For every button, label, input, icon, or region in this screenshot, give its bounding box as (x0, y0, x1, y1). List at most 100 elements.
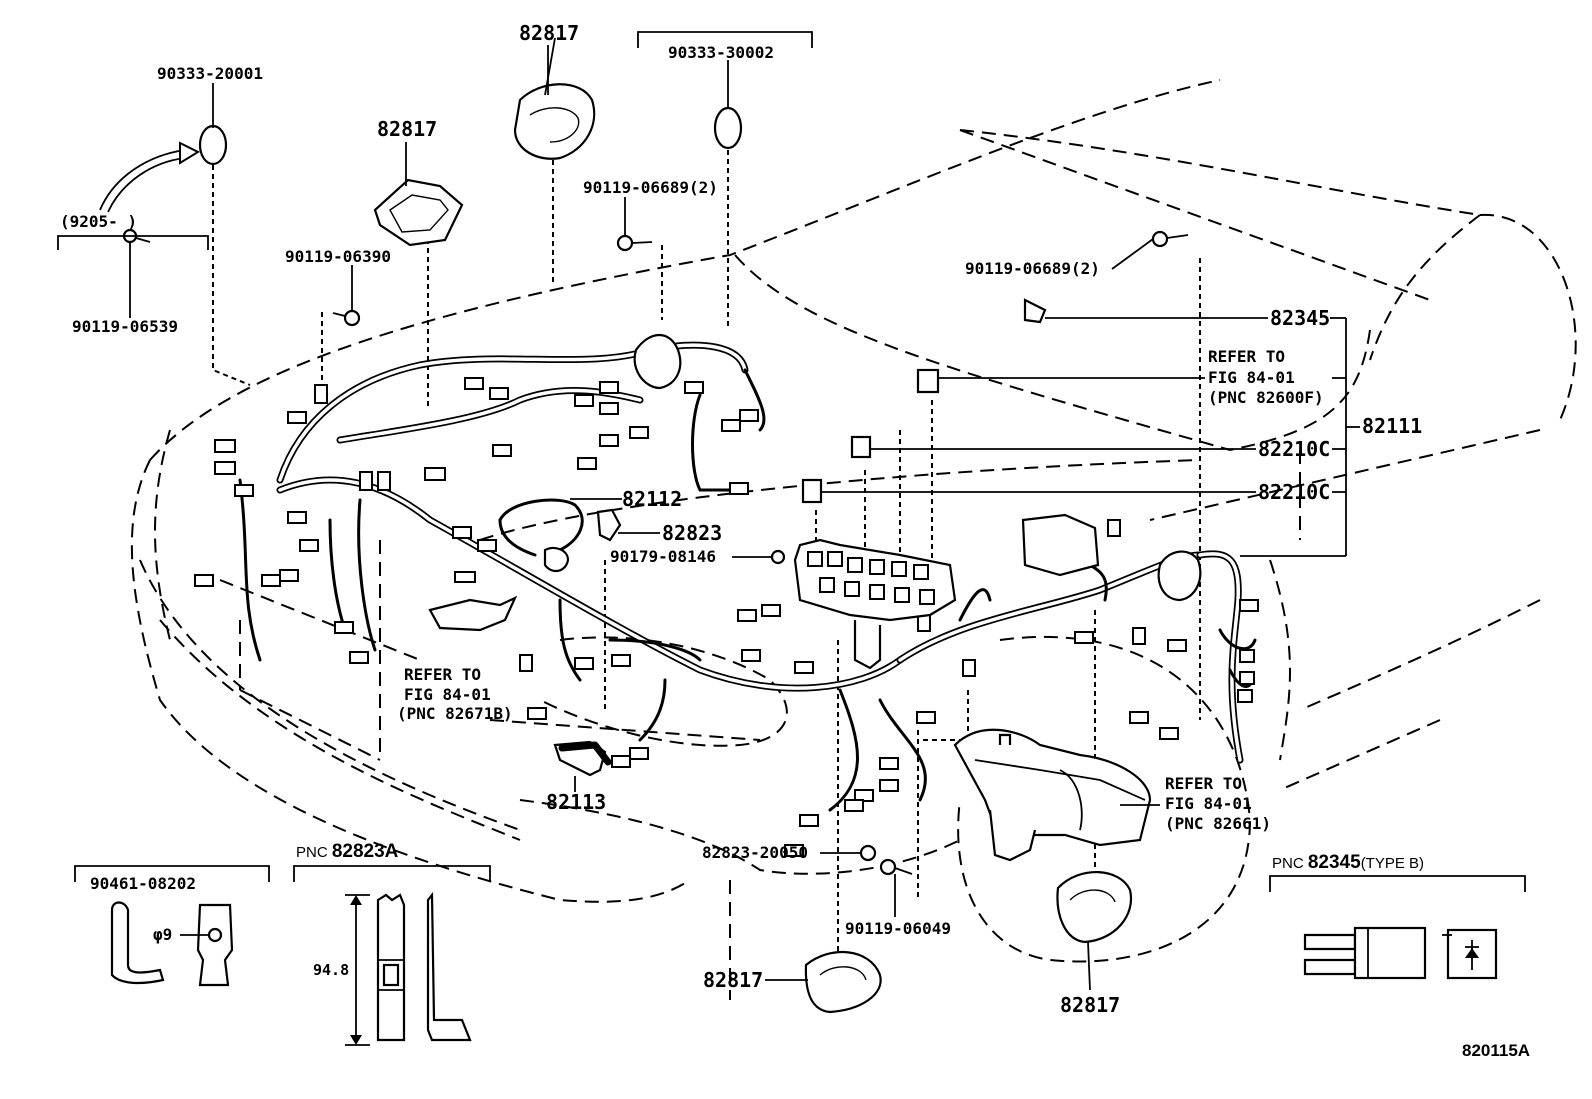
label-82210c-b: 82210C (1258, 480, 1330, 504)
connector (629, 426, 649, 439)
connector (784, 844, 804, 857)
connector (349, 651, 369, 664)
label-refer2-line2: FIG 84-01 (404, 685, 491, 704)
connector (1129, 711, 1149, 724)
grommet-top (633, 334, 682, 390)
label-refer1-line3: (PNC 82600F) (1208, 388, 1324, 407)
label-90179-08146: 90179-08146 (610, 547, 716, 566)
connector (599, 402, 619, 415)
label-90119-06390: 90119-06390 (285, 247, 391, 266)
inset-relay-82345-type-b (1303, 926, 1498, 980)
relay-block (633, 298, 1202, 670)
connector (794, 661, 814, 674)
connector (611, 755, 631, 768)
connector (279, 569, 299, 582)
label-refer1-line2: FIG 84-01 (1208, 368, 1295, 387)
connector (527, 707, 547, 720)
connector (1237, 689, 1253, 703)
label-82817-top-left: 82817 (377, 117, 437, 141)
bracket-82671b (428, 595, 518, 632)
inset-clip-90461-08202 (110, 901, 234, 987)
connector (359, 471, 373, 491)
bolt-90119-06049 (879, 858, 913, 876)
connector (879, 757, 899, 770)
label-refer1-line1: REFER TO (1208, 347, 1285, 366)
bracket-82817-left (373, 178, 464, 247)
clamp-82823 (596, 508, 622, 542)
connector (314, 384, 328, 404)
connector (261, 574, 281, 587)
bracket-82817-bottom (804, 950, 882, 1014)
connector (214, 461, 236, 475)
connector (287, 511, 307, 524)
label-90119-06689-a: 90119-06689(2) (583, 178, 718, 197)
label-90119-06539: 90119-06539 (72, 317, 178, 336)
clip-82345 (1023, 298, 1047, 324)
bracket-82817-bottom-right (1056, 871, 1133, 944)
connector (1107, 519, 1121, 537)
label-pnc-82345-type-b: PNC 82345(TYPE B) (1272, 852, 1424, 873)
connector (916, 711, 936, 724)
connector (194, 574, 214, 587)
connector (1167, 639, 1187, 652)
relay-82210c-upper (850, 435, 872, 459)
label-refer2-line1: REFER TO (404, 665, 481, 684)
connector (377, 471, 391, 491)
connector (629, 747, 649, 760)
connector (454, 571, 476, 583)
figure-code: 820115A (1462, 1041, 1530, 1060)
plug-90333-30002 (713, 106, 743, 150)
label-82823: 82823 (662, 521, 722, 545)
label-date-range: (9205- ) (60, 212, 137, 231)
connector (234, 484, 254, 497)
connector (477, 539, 497, 552)
bolt-90119-06390 (332, 309, 361, 327)
leader-lines (129, 37, 1360, 991)
harness-connectors (194, 377, 1259, 857)
connector (729, 482, 749, 495)
connector (574, 657, 594, 670)
connector (1239, 649, 1255, 663)
bolt-90119-06689-a (616, 234, 653, 252)
part-labels: 90333-20001 (9205- ) 90119-06539 82817 9… (60, 21, 1530, 1060)
connector (464, 377, 484, 390)
connector (492, 444, 512, 457)
connector (721, 419, 741, 432)
connector (599, 381, 619, 394)
label-82112: 82112 (622, 487, 682, 511)
connector (761, 604, 781, 617)
connector (917, 614, 931, 632)
connector (962, 659, 976, 677)
connector (214, 439, 236, 453)
label-82817-bottom: 82817 (703, 968, 763, 992)
connector (577, 457, 597, 470)
connector (299, 539, 319, 552)
connector (684, 381, 704, 394)
label-brackets (57, 31, 1526, 892)
label-82210c-a: 82210C (1258, 437, 1330, 461)
connector (1239, 671, 1255, 685)
connector (519, 654, 533, 672)
label-90119-06049: 90119-06049 (845, 919, 951, 938)
label-82817-bottom-right: 82817 (1060, 993, 1120, 1017)
connector (1239, 599, 1259, 612)
label-90333-30002: 90333-30002 (668, 43, 774, 62)
grommet-right (1157, 550, 1202, 602)
connector (1159, 727, 1179, 740)
label-pnc-82823a: PNC 82823A (296, 841, 399, 862)
connector (287, 411, 307, 424)
relay-82345 (916, 368, 940, 394)
connector (844, 799, 864, 812)
label-82345: 82345 (1270, 306, 1330, 330)
bolt-90119-06689-b (1151, 230, 1189, 248)
clamp-82823-20050 (859, 844, 877, 862)
connector (489, 387, 509, 400)
washer-tank (953, 728, 1152, 862)
connector (599, 434, 619, 447)
label-refer3-line2: FIG 84-01 (1165, 794, 1252, 813)
label-dimension-94-8: 94.8 (313, 961, 349, 979)
plug-90333-20001 (198, 124, 228, 166)
connector (737, 609, 757, 622)
label-refer2-line3: (PNC 82671B) (397, 704, 513, 723)
label-phi9: φ9 (153, 925, 172, 944)
